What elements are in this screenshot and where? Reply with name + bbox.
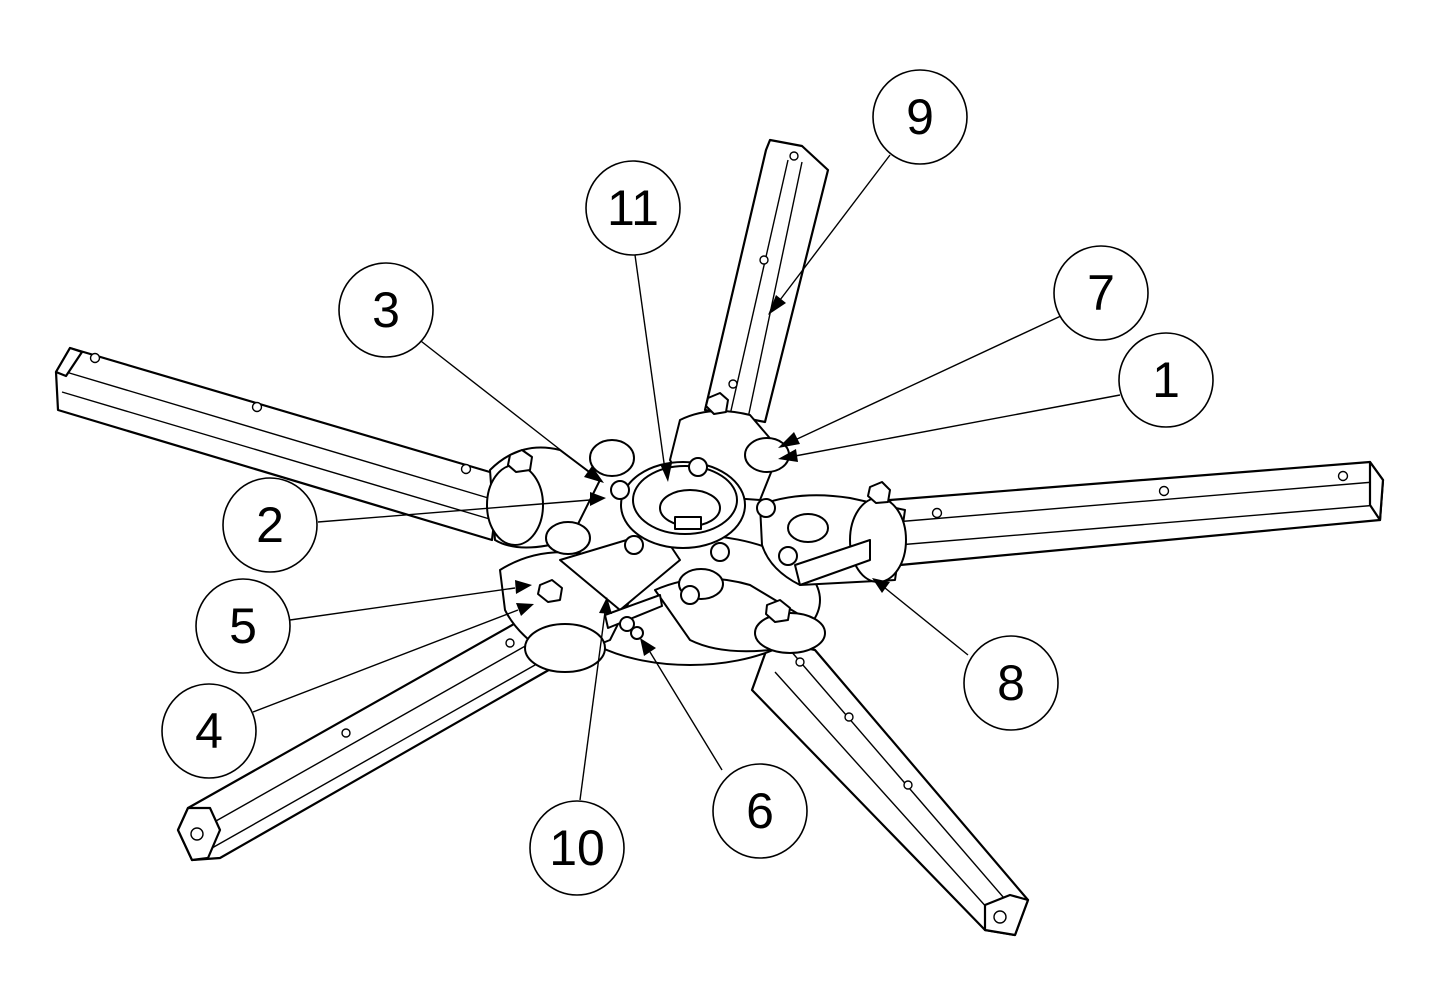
callout-2-label: 2 bbox=[256, 497, 284, 553]
callout-8-label: 8 bbox=[997, 655, 1025, 711]
callout-7-label: 7 bbox=[1087, 265, 1115, 321]
arm-top bbox=[703, 138, 830, 424]
callout-7: 7 bbox=[1053, 245, 1149, 341]
callout-4-label: 4 bbox=[195, 703, 223, 759]
callout-9-label: 9 bbox=[906, 89, 934, 145]
callout-9: 9 bbox=[872, 69, 968, 165]
center-hub bbox=[486, 392, 907, 673]
callout-8: 8 bbox=[963, 635, 1059, 731]
arm-left bbox=[54, 346, 502, 542]
callout-5: 5 bbox=[195, 578, 291, 674]
callout-11-label: 11 bbox=[607, 180, 659, 236]
callout-5-label: 5 bbox=[229, 598, 257, 654]
arm-right bbox=[888, 460, 1385, 567]
callout-6: 6 bbox=[712, 763, 808, 859]
callout-3: 3 bbox=[338, 262, 434, 358]
callout-11: 11 bbox=[585, 160, 681, 256]
leader-lines bbox=[252, 154, 1121, 801]
arm-lower-right bbox=[750, 638, 1030, 937]
callout-4: 4 bbox=[161, 683, 257, 779]
callout-6-label: 6 bbox=[746, 783, 774, 839]
callout-10-label: 10 bbox=[549, 820, 605, 876]
callout-2: 2 bbox=[222, 477, 318, 573]
arm-lower-left bbox=[176, 613, 577, 862]
callout-10: 10 bbox=[529, 800, 625, 896]
callout-1-label: 1 bbox=[1152, 352, 1180, 408]
callout-3-label: 3 bbox=[372, 282, 400, 338]
callout-1: 1 bbox=[1118, 332, 1214, 428]
